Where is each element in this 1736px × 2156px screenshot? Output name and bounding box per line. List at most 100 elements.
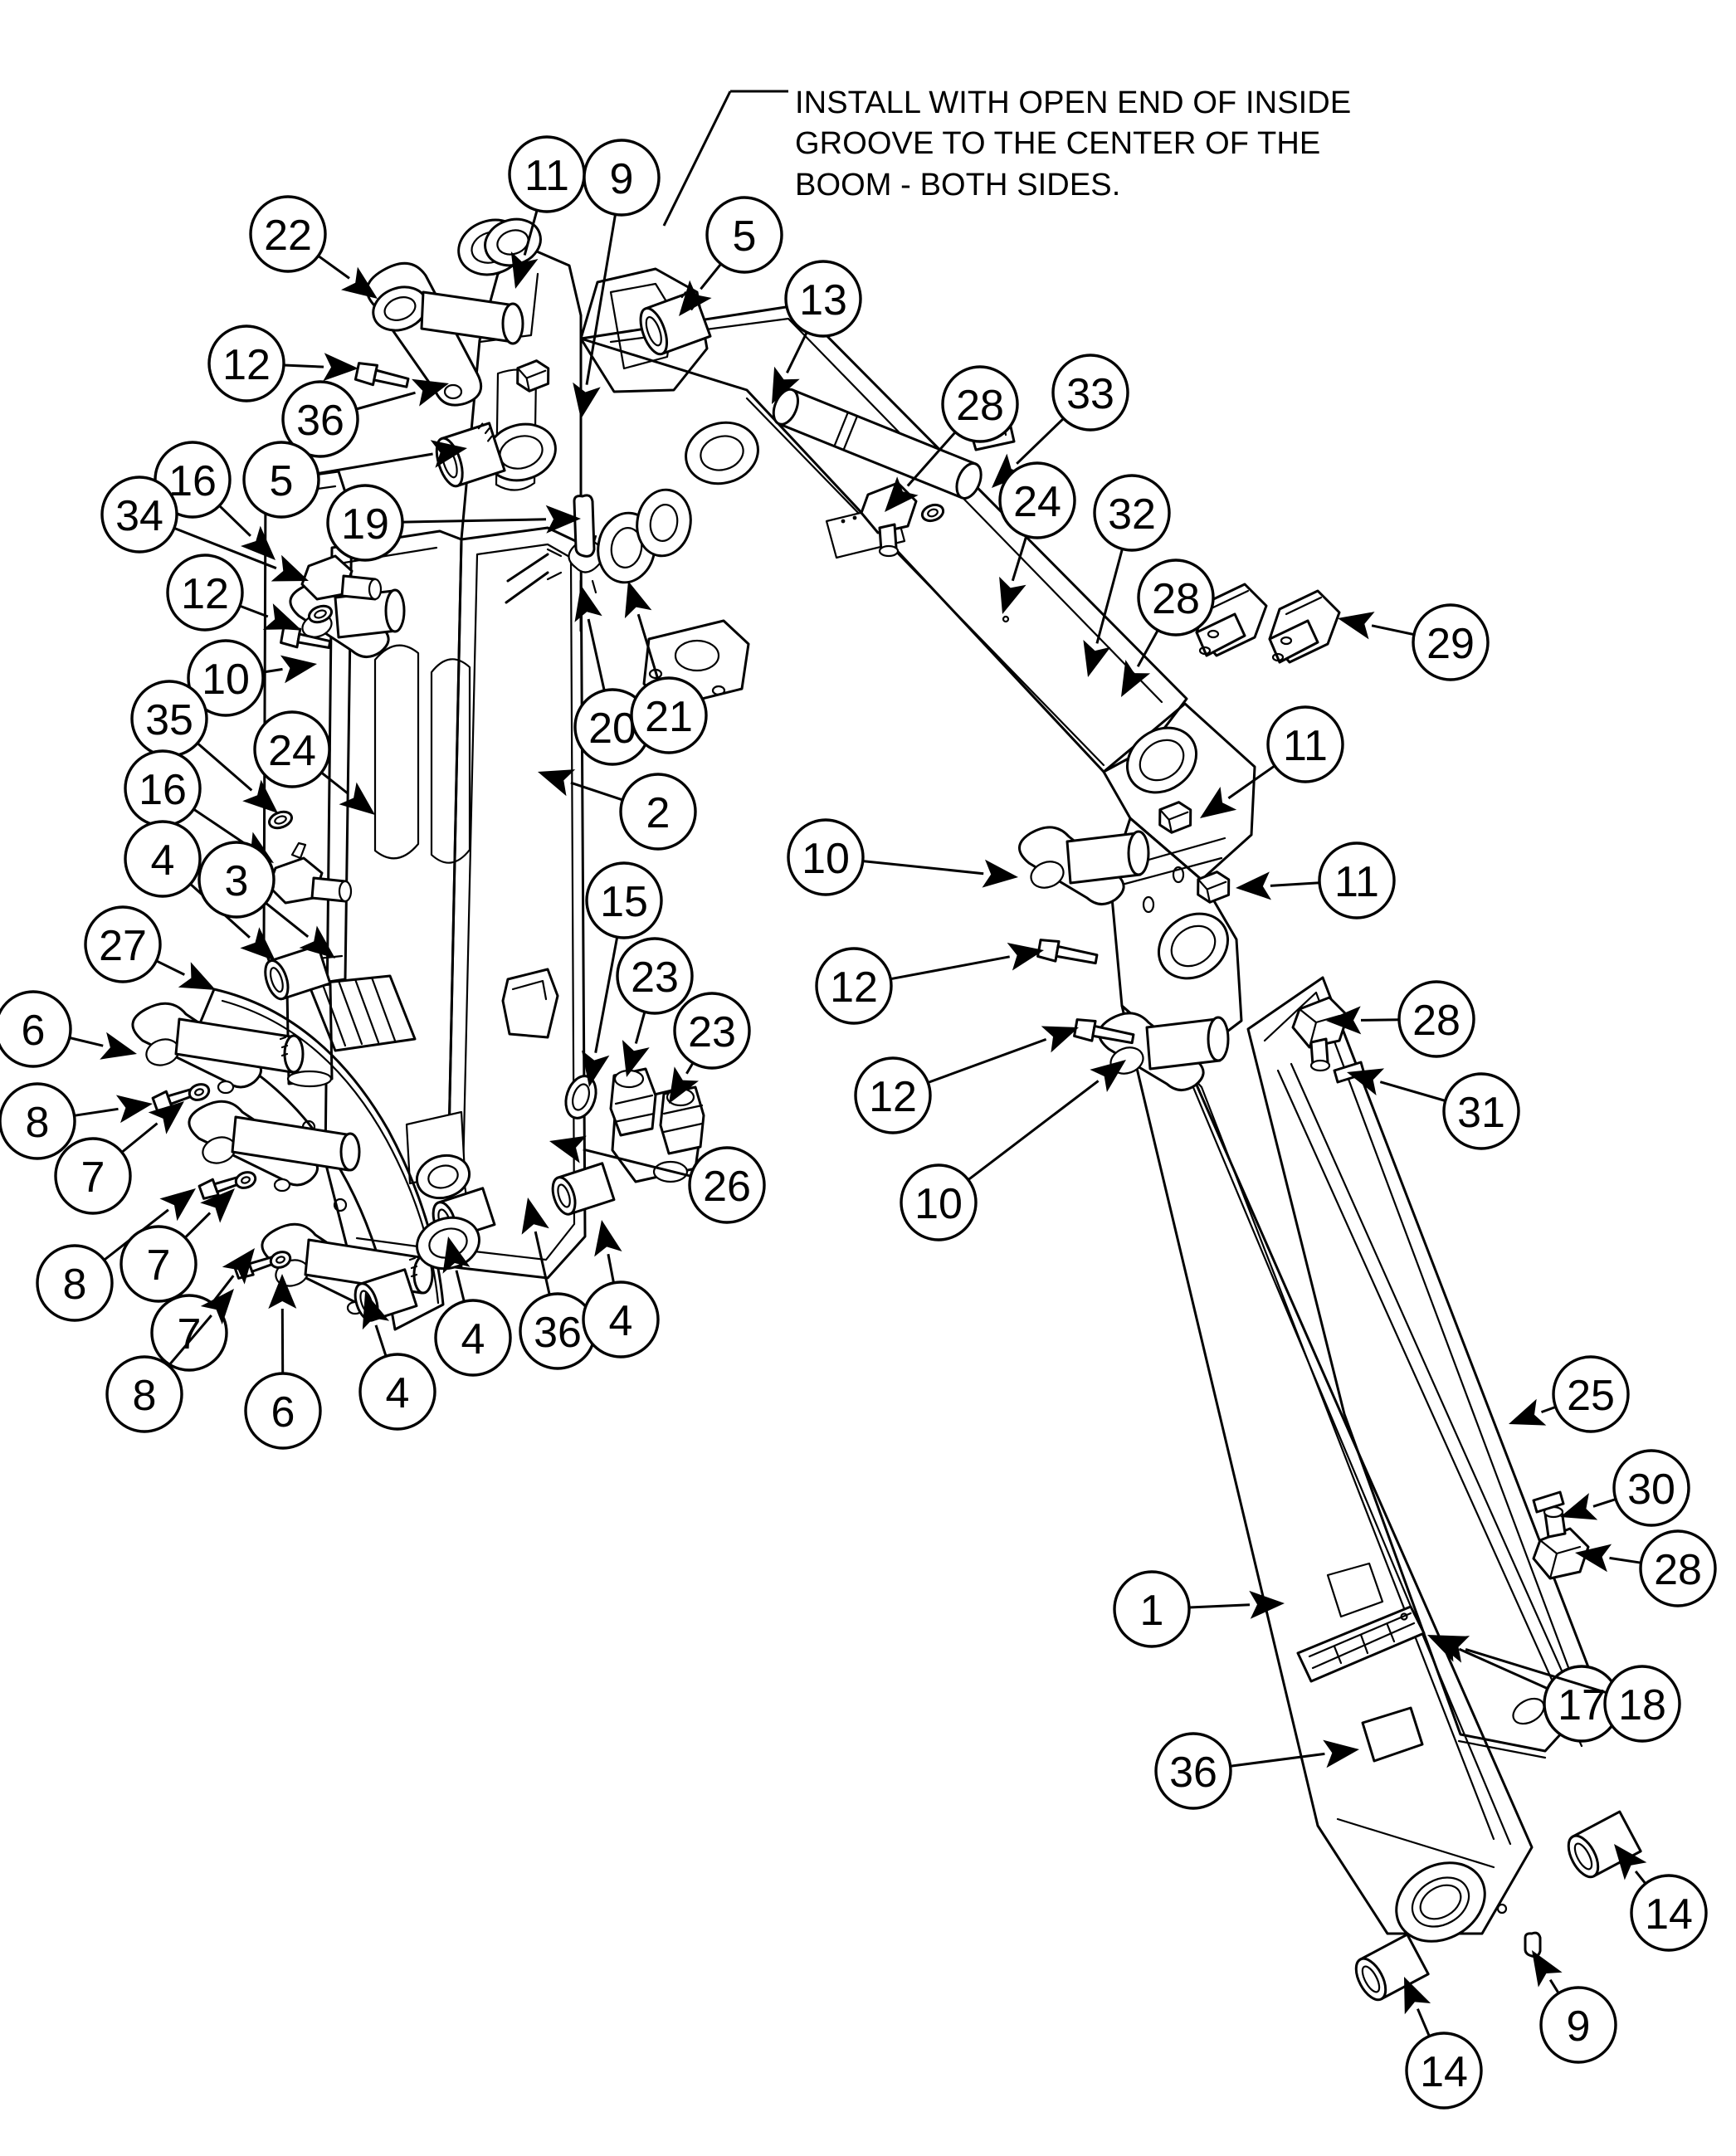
callout-balloon-28[interactable]: 28	[1121, 559, 1215, 697]
callout-balloon-12[interactable]: 12	[854, 1026, 1079, 1134]
callout-balloon-4[interactable]: 4	[434, 1237, 512, 1377]
callout-balloon-23[interactable]: 23	[616, 937, 694, 1077]
balloon-circle[interactable]	[1405, 2032, 1483, 2110]
balloon-circle[interactable]	[1154, 1732, 1232, 1810]
balloon-circle[interactable]	[616, 937, 694, 1015]
callout-balloon-36[interactable]: 36	[281, 378, 449, 458]
callout-balloon-4[interactable]: 4	[124, 820, 276, 961]
callout-balloon-28[interactable]: 28	[885, 365, 1019, 512]
balloon-circle[interactable]	[1113, 1570, 1191, 1648]
balloon-circle[interactable]	[434, 1299, 512, 1377]
balloon-circle[interactable]	[1093, 474, 1171, 552]
balloon-circle[interactable]	[941, 365, 1019, 443]
callout-balloon-7[interactable]: 7	[119, 1188, 235, 1303]
balloon-circle[interactable]	[0, 1082, 76, 1160]
balloon-circle[interactable]	[998, 461, 1076, 539]
callout-balloon-10[interactable]: 10	[187, 639, 317, 717]
balloon-circle[interactable]	[854, 1056, 932, 1134]
balloon-circle[interactable]	[100, 476, 178, 554]
callout-balloon-34[interactable]: 34	[100, 476, 309, 582]
balloon-circle[interactable]	[84, 905, 162, 983]
callout-balloon-29[interactable]: 29	[1338, 603, 1490, 681]
callout-balloon-10[interactable]: 10	[900, 1060, 1126, 1241]
callout-balloon-14[interactable]: 14	[1614, 1844, 1708, 1952]
callout-balloon-7[interactable]: 7	[54, 1101, 184, 1215]
callout-balloon-9[interactable]: 9	[573, 139, 661, 419]
balloon-circle[interactable]	[582, 1280, 660, 1358]
balloon-circle[interactable]	[1630, 1874, 1708, 1952]
callout-balloon-7[interactable]: 7	[150, 1248, 255, 1372]
balloon-circle[interactable]	[1603, 1665, 1681, 1743]
balloon-circle[interactable]	[705, 196, 783, 274]
balloon-circle[interactable]	[1539, 1986, 1617, 2064]
callout-balloon-5[interactable]: 5	[679, 196, 783, 316]
callout-balloon-9[interactable]: 9	[1532, 1950, 1617, 2064]
callout-balloon-28[interactable]: 28	[1326, 980, 1475, 1058]
balloon-circle[interactable]	[1442, 1072, 1520, 1150]
callout-balloon-27[interactable]: 27	[84, 905, 216, 990]
callout-balloon-10[interactable]: 10	[787, 818, 1018, 896]
balloon-circle[interactable]	[1318, 841, 1396, 919]
callout-balloon-24[interactable]: 24	[253, 710, 375, 815]
balloon-circle[interactable]	[1639, 1529, 1717, 1607]
balloon-circle[interactable]	[119, 1225, 197, 1303]
balloon-circle[interactable]	[242, 441, 320, 519]
callout-balloon-5[interactable]: 5	[242, 440, 467, 519]
balloon-circle[interactable]	[585, 861, 663, 939]
balloon-circle[interactable]	[36, 1244, 114, 1322]
balloon-circle[interactable]	[630, 676, 708, 754]
balloon-circle[interactable]	[124, 820, 202, 898]
balloon-circle[interactable]	[1266, 705, 1344, 783]
callout-balloon-3[interactable]: 3	[197, 841, 335, 958]
balloon-circle[interactable]	[900, 1163, 978, 1241]
callout-balloon-16[interactable]: 16	[124, 749, 274, 863]
balloon-circle[interactable]	[54, 1137, 132, 1215]
balloon-circle[interactable]	[787, 818, 865, 896]
balloon-circle[interactable]	[583, 139, 661, 217]
callout-balloon-23[interactable]: 23	[669, 992, 751, 1104]
callout-balloon-36[interactable]: 36	[1154, 1732, 1359, 1810]
callout-balloon-4[interactable]: 4	[582, 1220, 660, 1358]
callout-balloon-30[interactable]: 30	[1560, 1449, 1690, 1527]
balloon-circle[interactable]	[1612, 1449, 1690, 1527]
callout-balloon-21[interactable]: 21	[624, 581, 708, 754]
balloon-circle[interactable]	[253, 710, 331, 788]
balloon-circle[interactable]	[187, 639, 265, 717]
callout-balloon-28[interactable]: 28	[1575, 1529, 1717, 1607]
callout-balloon-8[interactable]: 8	[36, 1188, 196, 1322]
callout-balloon-35[interactable]: 35	[130, 680, 278, 813]
callout-balloon-1[interactable]: 1	[1113, 1570, 1285, 1648]
balloon-circle[interactable]	[1051, 354, 1129, 432]
balloon-circle[interactable]	[105, 1355, 183, 1433]
callout-balloon-12[interactable]: 12	[166, 554, 300, 632]
callout-balloon-33[interactable]: 33	[992, 354, 1129, 488]
balloon-circle[interactable]	[197, 841, 276, 919]
callout-balloon-12[interactable]: 12	[207, 324, 358, 402]
balloon-circle[interactable]	[815, 947, 893, 1025]
callout-balloon-4[interactable]: 4	[358, 1292, 436, 1431]
balloon-circle[interactable]	[619, 773, 697, 851]
balloon-circle[interactable]	[166, 554, 244, 632]
balloon-circle[interactable]	[673, 992, 751, 1070]
callout-balloon-12[interactable]: 12	[815, 943, 1044, 1025]
callout-balloon-32[interactable]: 32	[1083, 474, 1171, 677]
callout-balloon-8[interactable]: 8	[0, 1082, 153, 1160]
callout-balloon-6[interactable]: 6	[0, 990, 137, 1068]
callout-balloon-14[interactable]: 14	[1404, 1977, 1483, 2110]
balloon-circle[interactable]	[688, 1146, 766, 1224]
callout-balloon-24[interactable]: 24	[998, 461, 1076, 614]
balloon-circle[interactable]	[326, 484, 404, 562]
callout-balloon-25[interactable]: 25	[1509, 1355, 1630, 1433]
balloon-circle[interactable]	[207, 324, 285, 402]
balloon-circle[interactable]	[150, 1294, 228, 1372]
callout-balloon-13[interactable]: 13	[772, 260, 862, 404]
callout-balloon-2[interactable]: 2	[538, 769, 697, 851]
balloon-circle[interactable]	[0, 990, 72, 1068]
balloon-circle[interactable]	[1552, 1355, 1630, 1433]
balloon-circle[interactable]	[784, 260, 862, 338]
callout-balloon-22[interactable]: 22	[249, 195, 378, 299]
balloon-circle[interactable]	[281, 380, 359, 458]
balloon-circle[interactable]	[249, 195, 327, 273]
callout-balloon-11[interactable]: 11	[508, 135, 586, 289]
balloon-circle[interactable]	[358, 1353, 436, 1431]
